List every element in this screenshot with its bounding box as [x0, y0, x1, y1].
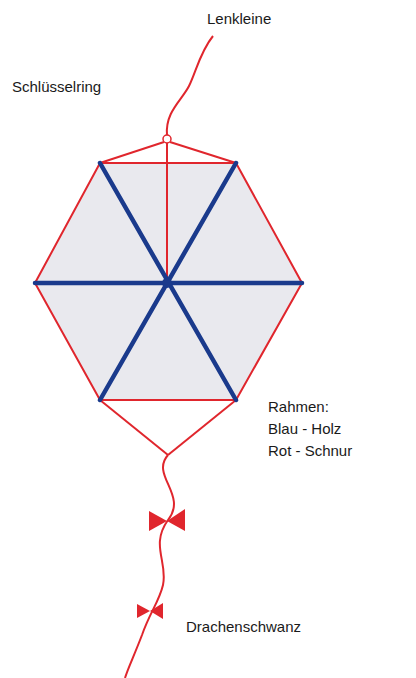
frame-center	[162, 278, 172, 288]
legend-note: Blau - Holz	[268, 420, 341, 438]
wood-frame	[35, 163, 302, 400]
legend-note: Rot - Schnur	[268, 442, 352, 460]
part-label: Schlüsselring	[12, 78, 101, 96]
kite-tail	[125, 455, 174, 678]
tail-bow	[149, 509, 185, 531]
kite-sail	[35, 163, 302, 400]
key-ring	[163, 135, 171, 143]
steering-line	[167, 36, 213, 135]
legend-heading: Rahmen:	[268, 398, 329, 416]
part-label: Drachenschwanz	[186, 618, 301, 636]
string-frame	[35, 142, 302, 455]
line-label: Lenkleine	[207, 10, 271, 28]
tail-bow	[137, 603, 163, 619]
